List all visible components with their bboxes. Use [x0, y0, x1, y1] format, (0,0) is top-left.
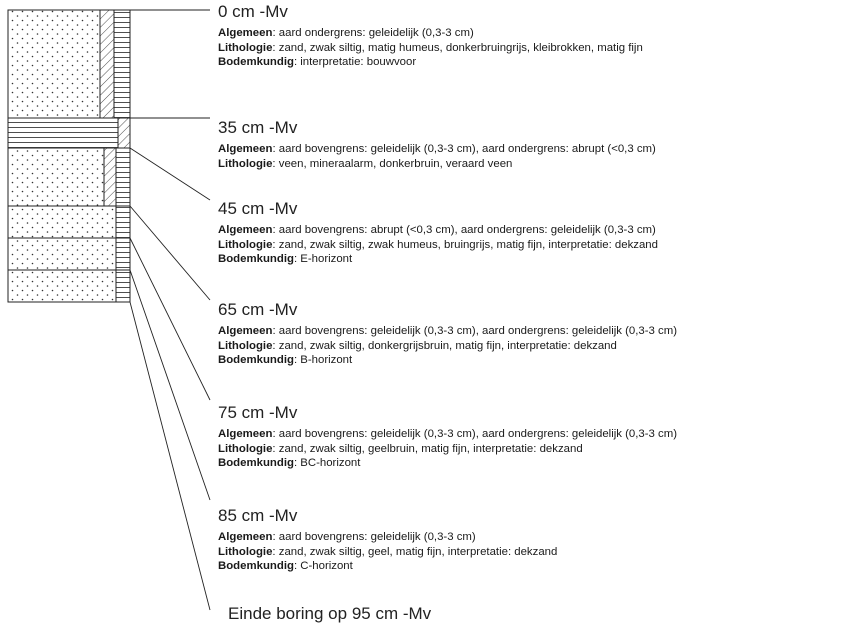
bodemkundig-line: Bodemkundig: BC-horizont [218, 457, 361, 469]
bodemkundig-line: Bodemkundig: E-horizont [218, 253, 353, 265]
leader-45cm [129, 147, 211, 201]
depth-label: 65 cm -Mv [218, 300, 298, 319]
lithologie-line: Lithologie: zand, zwak siltig, matig hum… [218, 41, 643, 54]
depth-label: 35 cm -Mv [218, 118, 298, 137]
lithologie-line: Lithologie: zand, zwak siltig, donkergri… [218, 339, 617, 352]
column-outline [7, 9, 131, 303]
depth-label: 45 cm -Mv [218, 199, 298, 218]
layer-sand-b-horizon [8, 206, 130, 238]
layer-description-35cm: 35 cm -Mv Algemeen: aard bovengrens: gel… [218, 118, 656, 171]
layer-sand-e-horizon [8, 148, 130, 206]
lithologie-line: Lithologie: zand, zwak siltig, geelbruin… [218, 442, 583, 455]
end-of-boring-label: Einde boring op 95 cm -Mv [228, 604, 432, 623]
layer-description-45cm: 45 cm -Mv Algemeen: aard bovengrens: abr… [218, 199, 658, 267]
algemeen-line: Algemeen: aard bovengrens: geleidelijk (… [218, 531, 476, 543]
layer-description-0cm: 0 cm -Mv Algemeen: aard ondergrens: gele… [218, 2, 643, 70]
leader-lines [129, 9, 211, 611]
bodemkundig-line: Bodemkundig: C-horizont [218, 560, 353, 572]
layer-description-65cm: 65 cm -Mv Algemeen: aard bovengrens: gel… [218, 300, 677, 368]
lithologie-line: Lithologie: zand, zwak siltig, zwak hume… [218, 238, 658, 251]
lithologie-line: Lithologie: zand, zwak siltig, geel, mat… [218, 545, 558, 558]
layer-description-85cm: 85 cm -Mv Algemeen: aard bovengrens: gel… [218, 506, 557, 574]
leader-75cm [129, 237, 211, 401]
depth-label: 0 cm -Mv [218, 2, 288, 21]
algemeen-line: Algemeen: aard bovengrens: geleidelijk (… [218, 143, 656, 155]
layer-sand-bc-horizon [8, 238, 130, 270]
leader-95cm [129, 301, 211, 611]
algemeen-line: Algemeen: aard bovengrens: geleidelijk (… [218, 428, 678, 440]
algemeen-line: Algemeen: aard bovengrens: abrupt (<0,3 … [218, 224, 656, 236]
lithologie-line: Lithologie: veen, mineraalarm, donkerbru… [218, 157, 513, 170]
depth-label: 85 cm -Mv [218, 506, 298, 525]
layer-sand-c-horizon [8, 270, 130, 302]
leader-85cm [129, 269, 211, 501]
bodemkundig-line: Bodemkundig: B-horizont [218, 354, 353, 366]
algemeen-line: Algemeen: aard ondergrens: geleidelijk (… [218, 27, 474, 39]
layer-sand-humeus [8, 10, 130, 118]
bodemkundig-line: Bodemkundig: interpretatie: bouwvoor [218, 56, 417, 68]
algemeen-line: Algemeen: aard bovengrens: geleidelijk (… [218, 325, 678, 337]
layer-description-75cm: 75 cm -Mv Algemeen: aard bovengrens: gel… [218, 403, 677, 471]
leader-65cm [129, 205, 211, 301]
layer-peat [8, 118, 130, 148]
depth-label: 75 cm -Mv [218, 403, 298, 422]
